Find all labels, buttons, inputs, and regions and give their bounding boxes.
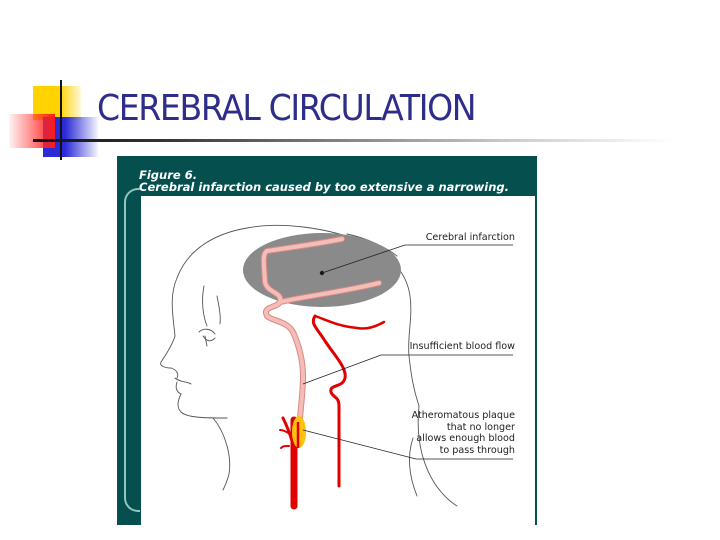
plaque-line-1: Atheromatous plaque [411,410,515,421]
figure-caption: Cerebral infarction caused by too extens… [139,180,510,194]
head-outline-icon [160,224,458,507]
head-circulation-illustration [160,224,513,510]
label-cerebral-infarction: Cerebral infarction [425,232,515,243]
slide-title: CEREBRAL CIRCULATION [97,88,477,129]
label-atheromatous-plaque: Atheromatous plaque that no longer allow… [412,410,515,456]
logo-red-square [9,114,55,148]
figure-number: Figure 6. [139,168,198,182]
plaque-line-3: allows enough blood [416,433,515,444]
title-underline-rule [33,139,673,142]
plaque-line-2: that no longer [446,421,515,433]
callout-leader-lines [302,244,513,460]
narrowed-artery [260,236,382,421]
figure-bracket [124,188,140,512]
figure-frame: Figure 6. Cerebral infarction caused by … [117,156,537,525]
label-insufficient-blood-flow: Insufficient blood flow [409,341,515,352]
logo-vertical-line [60,80,62,160]
plaque-line-4: to pass through [439,444,515,456]
slide-logo [0,0,110,170]
